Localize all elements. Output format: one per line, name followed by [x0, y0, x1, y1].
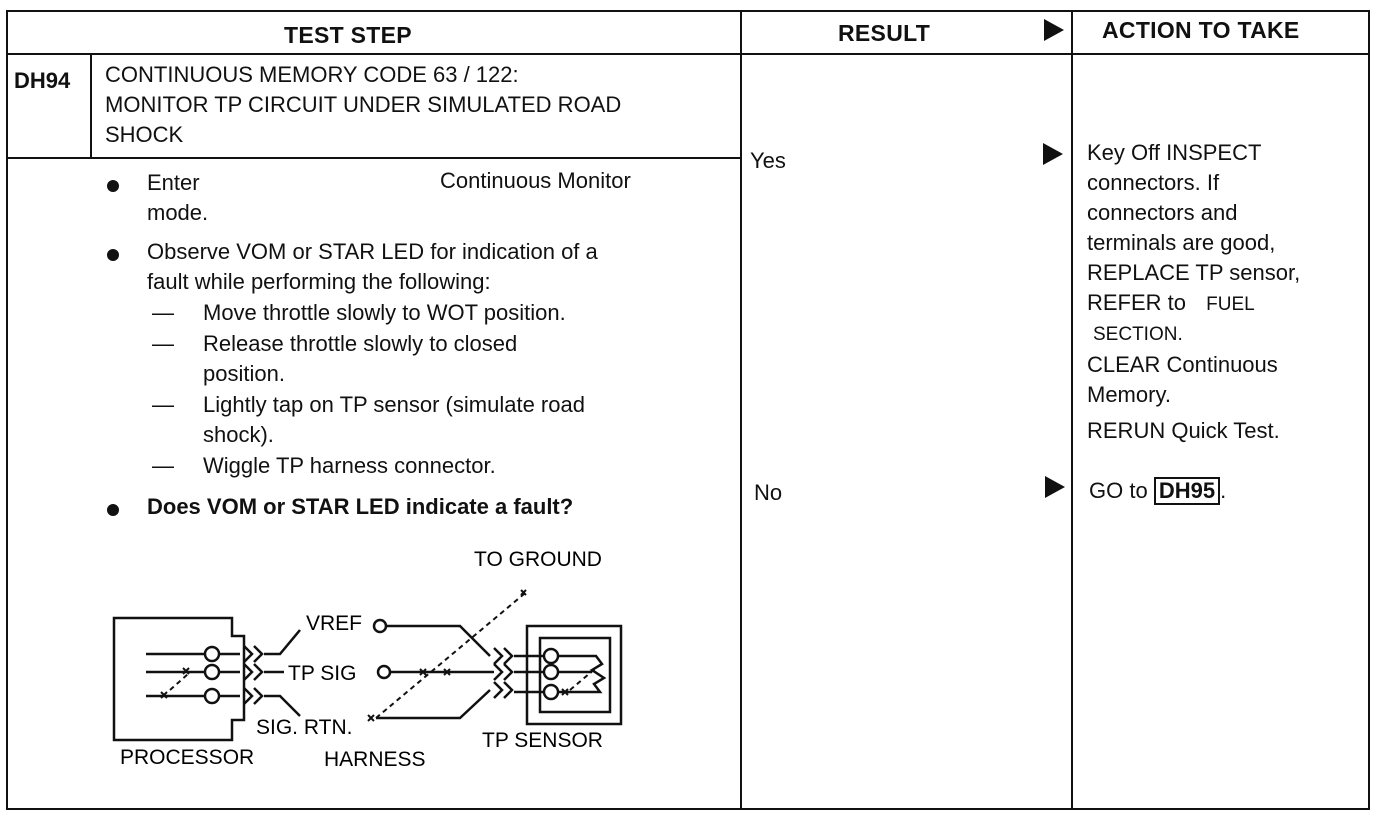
step-title: CONTINUOUS MEMORY CODE 63 / 122: MONITOR… — [105, 60, 621, 150]
bullet2-line: fault while performing the following: — [147, 269, 491, 294]
dash-item-line: Release throttle slowly to closed — [203, 331, 518, 356]
clear-line: CLEAR Continuous — [1087, 352, 1278, 377]
question: Does VOM or STAR LED indicate a fault? — [147, 494, 574, 519]
clear-line: Memory. — [1087, 382, 1171, 407]
bullet1-enter: Enter — [147, 170, 200, 195]
title-rule — [6, 157, 742, 159]
header-test-step: TEST STEP — [284, 22, 412, 48]
dash-item-4: Wiggle TP harness connector. — [203, 453, 496, 478]
frame-right — [1368, 10, 1370, 810]
refer-to: REFER to — [1087, 290, 1187, 315]
diagram-sig-rtn-label: SIG. RTN. — [256, 716, 352, 739]
step-title-line: CONTINUOUS MEMORY CODE 63 / 122: — [105, 62, 519, 87]
dash-item-1: Move throttle slowly to WOT position. — [203, 300, 566, 325]
action-line: REPLACE TP sensor, — [1087, 260, 1301, 285]
dash-marker: — — [152, 300, 174, 325]
dash-item-line: shock). — [203, 422, 274, 447]
frame-left — [6, 10, 8, 810]
yes-arrow-icon — [1043, 143, 1063, 165]
refer-fuel: FUEL — [1206, 294, 1255, 315]
header-arrow-icon — [1044, 19, 1064, 41]
action-no: GO to DH95. — [1089, 476, 1226, 506]
bullet2-line: Observe VOM or STAR LED for indication o… — [147, 239, 598, 264]
bullet1-mode-name: Continuous Monitor — [440, 168, 631, 193]
action-line: terminals are good, — [1087, 230, 1276, 255]
go-period: . — [1220, 478, 1227, 503]
frame-top — [6, 10, 1370, 12]
dash-marker: — — [152, 453, 174, 478]
frame-bottom — [6, 808, 1370, 810]
step-id: DH94 — [14, 68, 71, 93]
diagram-processor-label: PROCESSOR — [120, 746, 254, 769]
go-to-label: GO to — [1089, 478, 1148, 503]
header-rule — [6, 53, 1370, 55]
step-title-line: MONITOR TP CIRCUIT UNDER SIMULATED ROAD — [105, 92, 622, 117]
diagram-harness-label: HARNESS — [324, 748, 426, 771]
id-divider — [90, 53, 92, 159]
processor-box — [112, 616, 246, 742]
dash-item-line: position. — [203, 361, 285, 386]
dash-marker: — — [152, 392, 174, 417]
step-title-line: SHOCK — [105, 122, 184, 147]
tp-circuit-diagram: TO GROUND VREF TP SIG SIG. RTN. PROCESSO… — [112, 548, 623, 771]
diagram-tp-sig-label: TP SIG — [288, 662, 356, 685]
diagram-to-ground-label: TO GROUND — [474, 548, 602, 571]
bullet-icon — [107, 249, 119, 261]
header-result: RESULT — [838, 20, 931, 46]
header-action: ACTION TO TAKE — [1102, 17, 1300, 43]
bullet1-mode: mode. — [147, 200, 209, 225]
refer-line: REFER to FUEL — [1087, 288, 1300, 320]
go-target-link[interactable]: DH95 — [1153, 477, 1221, 505]
diagram-tp-sensor-label: TP SENSOR — [482, 729, 603, 752]
action-line: connectors and — [1087, 200, 1238, 225]
bullet-icon — [107, 180, 119, 192]
dash-marker: — — [152, 331, 174, 356]
dash-item-2: Release throttle slowly to closed positi… — [203, 329, 517, 389]
action-yes: Key Off INSPECT connectors. If connector… — [1087, 138, 1300, 446]
diagram-vref-label: VREF — [306, 612, 362, 635]
dash-item-3: Lightly tap on TP sensor (simulate road … — [203, 390, 585, 450]
refer-section: SECTION. — [1093, 324, 1183, 345]
tp-sensor-box — [525, 624, 623, 726]
rerun-line: RERUN Quick Test. — [1087, 418, 1280, 443]
action-line: Key Off INSPECT — [1087, 140, 1262, 165]
bullet2-text: Observe VOM or STAR LED for indication o… — [147, 237, 598, 297]
col-divider-2 — [1071, 10, 1073, 810]
no-arrow-icon — [1045, 476, 1065, 498]
bullet-icon — [107, 504, 119, 516]
result-yes: Yes — [750, 148, 786, 173]
result-no: No — [754, 480, 783, 505]
action-line: connectors. If — [1087, 170, 1220, 195]
col-divider-1 — [740, 10, 742, 810]
dash-item-line: Lightly tap on TP sensor (simulate road — [203, 392, 585, 417]
